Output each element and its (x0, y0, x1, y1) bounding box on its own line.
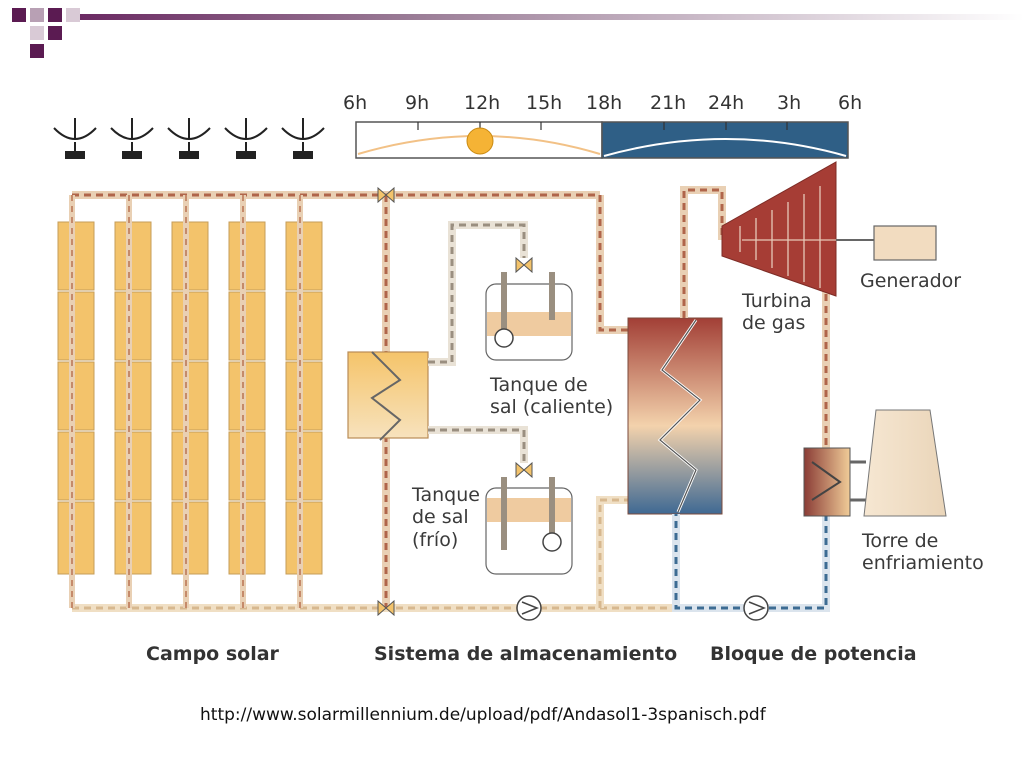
timeline-tick: 3h (777, 92, 802, 114)
turbine-label: Turbina de gas (742, 290, 812, 335)
daynight-timeline (355, 121, 849, 159)
timeline-tick: 24h (708, 92, 745, 114)
header-square (30, 8, 44, 22)
generator-label: Generador (860, 270, 962, 292)
collector-row (285, 221, 323, 575)
pump-icon (516, 595, 542, 621)
cooling-tower-label: Torre de enfriamiento (862, 530, 984, 575)
mirror-icon (53, 118, 97, 159)
storage-pipes (428, 221, 528, 463)
section-power-block: Bloque de potencia (710, 643, 917, 665)
header-square (30, 44, 44, 58)
collector-row (114, 221, 152, 575)
turbine-icon (721, 161, 874, 297)
timeline-tick: 6h (838, 92, 863, 114)
header-square (48, 8, 62, 22)
slide-header-bar (12, 8, 1024, 58)
mirror-icon (281, 118, 325, 159)
section-storage: Sistema de almacenamiento (374, 643, 678, 665)
cooling-tower-icon (863, 409, 947, 517)
collector-row (171, 221, 209, 575)
storage-heat-exchanger (347, 351, 429, 439)
timeline-tick: 21h (650, 92, 687, 114)
collector-row (57, 221, 95, 575)
process-diagram (53, 118, 947, 621)
generator-box (873, 225, 937, 261)
cold-salt-tank (485, 477, 573, 575)
mirror-icon (224, 118, 268, 159)
header-square (66, 8, 80, 22)
collector-row (228, 221, 266, 575)
steam-generator (627, 317, 723, 515)
hot-salt-tank (485, 272, 573, 361)
condenser (803, 447, 851, 517)
cold-tank-label: Tanque de sal (frío) (412, 484, 480, 551)
mirror-icon (167, 118, 211, 159)
timeline-tick: 15h (526, 92, 563, 114)
source-url-link[interactable]: http://www.solarmillennium.de/upload/pdf… (200, 705, 766, 725)
pump-icon (743, 595, 769, 621)
sun-icon (466, 127, 494, 155)
hot-tank-label: Tanque de sal (caliente) (490, 374, 614, 419)
header-square (48, 26, 62, 40)
timeline-tick: 18h (586, 92, 623, 114)
header-square (30, 26, 44, 40)
valve-icon (377, 186, 533, 617)
timeline-tick: 12h (464, 92, 501, 114)
timeline-tick: 6h (343, 92, 368, 114)
mirror-icon (110, 118, 154, 159)
solar-collector-field (57, 221, 323, 575)
header-square (12, 8, 26, 22)
header-gradient-strip (80, 14, 1024, 20)
timeline-tick: 9h (405, 92, 430, 114)
section-solar-field: Campo solar (146, 643, 279, 665)
